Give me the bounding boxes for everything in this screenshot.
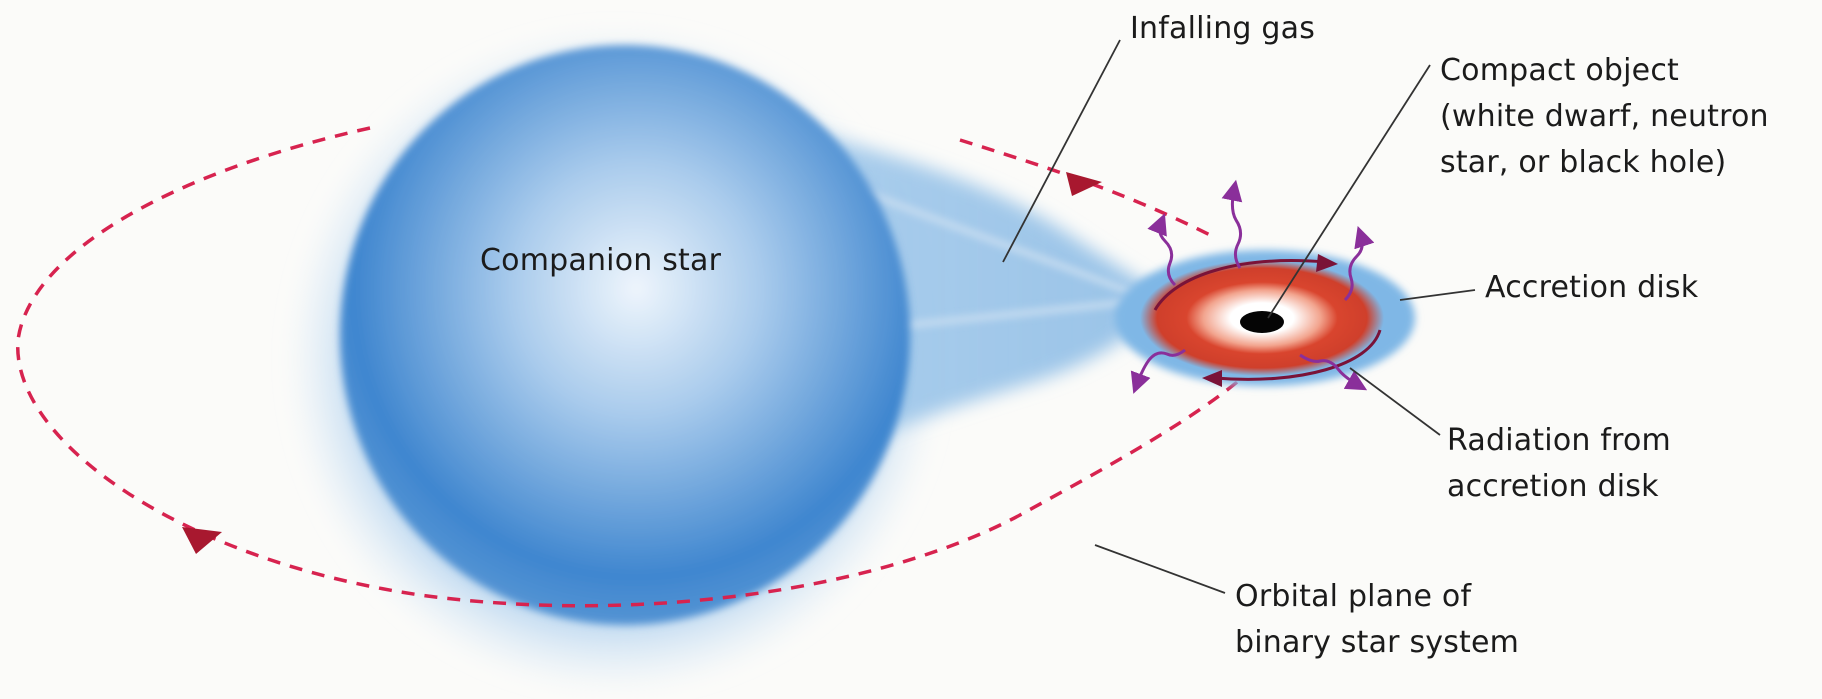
orbital-plane-line-1: Orbital plane of: [1235, 574, 1519, 620]
orbit-arrow-top: [1066, 172, 1102, 196]
compact-object-line-1: Compact object: [1440, 48, 1769, 94]
infalling-gas-label: Infalling gas: [1130, 6, 1315, 52]
radiation-line-1: Radiation from: [1447, 418, 1671, 464]
leader-radiation: [1350, 368, 1440, 435]
leader-accretion-disk: [1400, 290, 1475, 300]
compact-object-label: Compact object (white dwarf, neutron sta…: [1440, 48, 1769, 186]
orbital-plane-line-2: binary star system: [1235, 620, 1519, 666]
compact-object: [1240, 311, 1284, 333]
radiation-line-2: accretion disk: [1447, 464, 1671, 510]
orbit-arrow-bottom: [182, 527, 222, 554]
accretion-disk-label: Accretion disk: [1485, 265, 1698, 311]
radiation-label: Radiation from accretion disk: [1447, 418, 1671, 510]
orbital-plane-label: Orbital plane of binary star system: [1235, 574, 1519, 666]
leader-orbital-plane: [1095, 545, 1225, 593]
companion-star-label: Companion star: [480, 238, 721, 284]
leader-infalling-gas: [1003, 40, 1120, 262]
compact-object-line-2: (white dwarf, neutron: [1440, 94, 1769, 140]
compact-object-line-3: star, or black hole): [1440, 140, 1769, 186]
companion-star: [340, 45, 910, 625]
